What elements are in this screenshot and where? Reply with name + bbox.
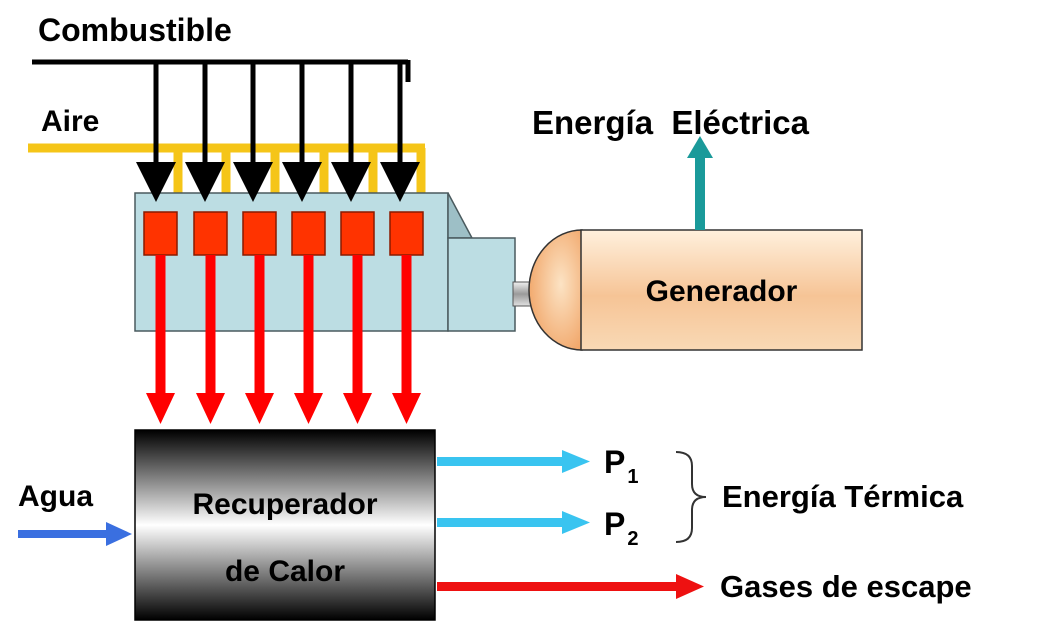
thermal-energy-label: Energía Térmica — [722, 479, 964, 514]
thermal-arrows — [437, 450, 590, 534]
recuperator-label-line2: de Calor — [224, 555, 346, 588]
electric-energy-label: Energía Eléctrica — [532, 104, 809, 141]
fuel-line — [32, 59, 420, 202]
exhaust-gases-label: Gases de escape — [720, 569, 972, 604]
water-arrow — [18, 522, 132, 546]
generator-label: Generador — [645, 275, 798, 308]
heat-recuperator — [134, 429, 436, 621]
fuel-label: Combustible — [38, 12, 232, 48]
electric-energy-arrow — [687, 136, 713, 230]
exhaust-arrow — [437, 574, 704, 599]
p2-letter: P — [604, 506, 626, 542]
heat-arrows — [146, 255, 421, 424]
air-label: Aire — [41, 105, 100, 138]
air-line — [28, 143, 426, 205]
recuperator-label-line1: Recuperador — [192, 488, 378, 521]
p2-subscript: 2 — [627, 528, 639, 550]
generator — [528, 229, 863, 351]
water-label: Agua — [18, 480, 93, 513]
p1-subscript: 1 — [627, 466, 639, 488]
curly-brace-icon — [675, 451, 707, 543]
p1-letter: P — [604, 444, 626, 480]
